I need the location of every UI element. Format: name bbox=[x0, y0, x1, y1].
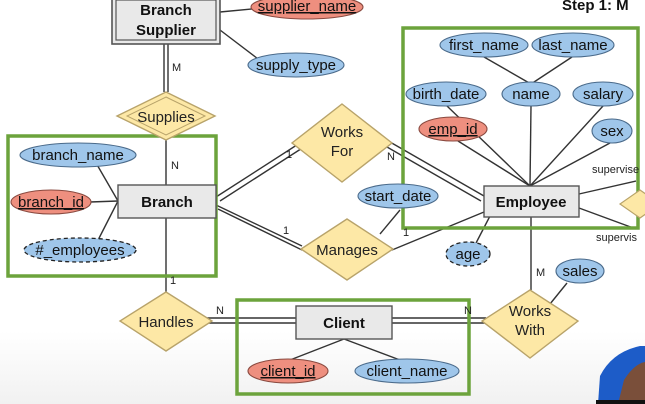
attribute-sales[interactable]: sales bbox=[555, 258, 605, 284]
supplier-name-text: supplier_name bbox=[258, 0, 356, 15]
branch-supplier-label-line2: Supplier bbox=[136, 22, 196, 39]
name-text: name bbox=[512, 86, 550, 103]
relationship-works-with[interactable]: Works With bbox=[480, 289, 580, 359]
age-text: age bbox=[455, 246, 480, 263]
supervises-label-bottom: supervis bbox=[596, 232, 637, 244]
supervises-label-top: supervise bbox=[592, 164, 639, 176]
sex-text: sex bbox=[600, 123, 624, 140]
attribute-last-name[interactable]: last_name bbox=[531, 32, 615, 58]
card-handles-client: N bbox=[216, 305, 224, 317]
attribute-start-date[interactable]: start_date bbox=[357, 183, 439, 209]
works-with-label-line2: With bbox=[515, 322, 545, 339]
attribute-supply-type[interactable]: supply_type bbox=[247, 52, 345, 78]
works-for-label-line1: Works bbox=[321, 124, 363, 141]
relationship-works-for[interactable]: Works For bbox=[290, 103, 394, 183]
card-manages-employee: 1 bbox=[403, 227, 409, 239]
card-manages-branch: 1 bbox=[283, 225, 289, 237]
card-supplies-branch: N bbox=[171, 160, 179, 172]
last-name-text: last_name bbox=[538, 37, 607, 54]
emp-id-text: emp_id bbox=[428, 121, 477, 138]
attribute-branch-name[interactable]: branch_name bbox=[19, 142, 137, 168]
first-name-text: first_name bbox=[449, 37, 519, 54]
card-works-for-branch: 1 bbox=[286, 149, 292, 161]
branch-supplier-label-line1: Branch bbox=[140, 2, 192, 19]
attribute-client-id[interactable]: client_id bbox=[247, 358, 329, 384]
cardinality-labels: M N 1 N 1 1 1 N N M bbox=[170, 62, 545, 317]
entity-client[interactable]: Client bbox=[295, 305, 393, 340]
relationship-handles[interactable]: Handles bbox=[118, 291, 214, 352]
card-works-with-client: N bbox=[464, 305, 472, 317]
attribute-age[interactable]: age bbox=[445, 241, 491, 267]
entity-employee[interactable]: Employee bbox=[483, 185, 580, 218]
attribute-sex[interactable]: sex bbox=[591, 118, 633, 144]
employee-label: Employee bbox=[496, 194, 567, 211]
card-works-for-employee: N bbox=[387, 151, 395, 163]
entity-branch-supplier[interactable]: Branch Supplier bbox=[111, 0, 221, 45]
client-name-text: client_name bbox=[367, 363, 448, 380]
connector-lines bbox=[89, 7, 637, 361]
start-date-text: start_date bbox=[365, 188, 432, 205]
works-with-label-line1: Works bbox=[509, 303, 551, 320]
birth-date-text: birth_date bbox=[413, 86, 480, 103]
manages-label: Manages bbox=[316, 242, 378, 259]
attribute-num-employees[interactable]: #_employees bbox=[23, 237, 137, 263]
employee-highlight-frame bbox=[401, 26, 640, 230]
attribute-birth-date[interactable]: birth_date bbox=[405, 81, 487, 107]
branch-name-text: branch_name bbox=[32, 147, 124, 164]
supplies-label: Supplies bbox=[137, 109, 195, 126]
handles-label: Handles bbox=[138, 314, 193, 331]
client-label: Client bbox=[323, 315, 365, 332]
branch-id-text: branch_id bbox=[18, 194, 84, 211]
relationship-supplies[interactable]: Supplies bbox=[115, 91, 217, 141]
attribute-emp-id[interactable]: emp_id bbox=[418, 116, 488, 142]
supply-type-text: supply_type bbox=[256, 57, 336, 74]
supervises-diamond-partial[interactable] bbox=[618, 189, 645, 219]
client-id-text: client_id bbox=[260, 363, 315, 380]
entity-branch[interactable]: Branch bbox=[117, 184, 217, 219]
attribute-branch-id[interactable]: branch_id bbox=[10, 189, 92, 215]
attribute-name[interactable]: name bbox=[501, 81, 561, 107]
card-supplies-supplier: M bbox=[172, 62, 181, 74]
relationship-manages[interactable]: Manages bbox=[299, 218, 395, 281]
client-highlight-frame bbox=[235, 298, 471, 396]
attribute-salary[interactable]: salary bbox=[572, 81, 634, 107]
num-employees-text: #_employees bbox=[35, 242, 124, 259]
sales-text: sales bbox=[562, 263, 597, 280]
branch-label: Branch bbox=[141, 194, 193, 211]
step-header: Step 1: M bbox=[562, 0, 629, 14]
presenter-video-overlay bbox=[596, 346, 645, 404]
attribute-first-name[interactable]: first_name bbox=[439, 32, 529, 58]
attribute-supplier-name[interactable]: supplier_name bbox=[250, 0, 364, 20]
attribute-client-name[interactable]: client_name bbox=[354, 358, 460, 384]
salary-text: salary bbox=[583, 86, 624, 103]
card-works-with-employee: M bbox=[536, 267, 545, 279]
card-handles-branch: 1 bbox=[170, 275, 176, 287]
works-for-label-line2: For bbox=[331, 143, 354, 160]
